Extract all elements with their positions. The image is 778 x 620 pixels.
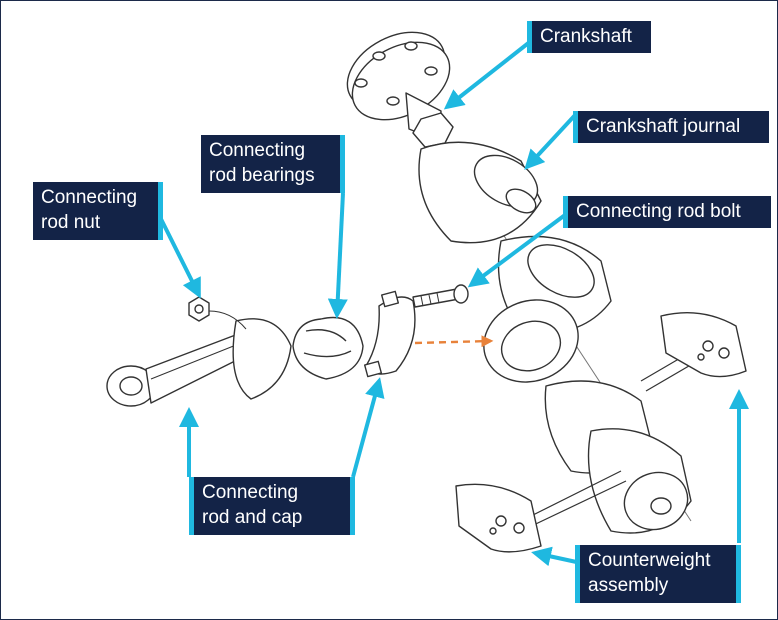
leader-crankshaft-journal — [524, 111, 579, 170]
label-connecting-rod-and-cap: Connecting rod and cap — [189, 477, 355, 535]
leader-connecting-rod-bolt — [467, 213, 567, 288]
bearings-drawing — [292, 316, 364, 380]
connecting-rod-drawing — [106, 296, 292, 407]
leader-connecting-rod-nut — [159, 218, 201, 299]
crankshaft-drawing — [346, 31, 707, 534]
label-connecting-rod-bolt: Connecting rod bolt — [563, 196, 771, 228]
counterweight-drawing — [455, 311, 747, 553]
label-connecting-rod-nut: Connecting rod nut — [33, 182, 163, 240]
label-counterweight-assembly: Counterweight assembly — [575, 545, 741, 603]
leader-connecting-rod-bearings — [327, 192, 348, 319]
assembly-direction-arrow — [414, 335, 494, 348]
leader-rod-and-cap-2 — [351, 377, 385, 478]
leader-counterweight-1 — [531, 546, 582, 567]
label-crankshaft: Crankshaft — [527, 21, 651, 53]
label-connecting-rod-bearings: Connecting rod bearings — [201, 135, 345, 193]
rod-cap-drawing — [363, 284, 469, 378]
label-crankshaft-journal: Crankshaft journal — [573, 111, 769, 143]
leader-crankshaft — [443, 39, 533, 110]
